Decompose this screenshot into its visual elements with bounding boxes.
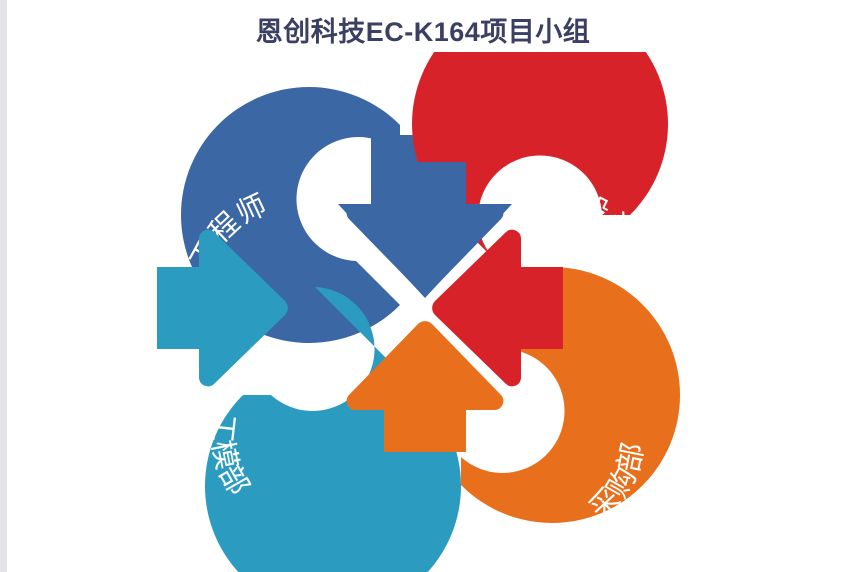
arrow-right-tooling-department	[157, 229, 288, 387]
segment-ring-tooling-department	[205, 287, 461, 572]
left-edge-gutter	[0, 0, 7, 572]
page-title: 恩创科技EC-K164项目小组	[255, 17, 591, 47]
arrow-left-design-engineer	[432, 229, 563, 387]
arrow-up-purchasing-department	[346, 321, 504, 452]
cycle-diagram-svg: 项目工程师 设计工程师 工模部 采购部	[157, 52, 681, 572]
cycle-diagram: 项目工程师 设计工程师 工模部 采购部	[0, 52, 846, 572]
arrow-down-project-engineer	[346, 162, 504, 293]
segment-tooling-department[interactable]: 工模部	[205, 287, 461, 572]
